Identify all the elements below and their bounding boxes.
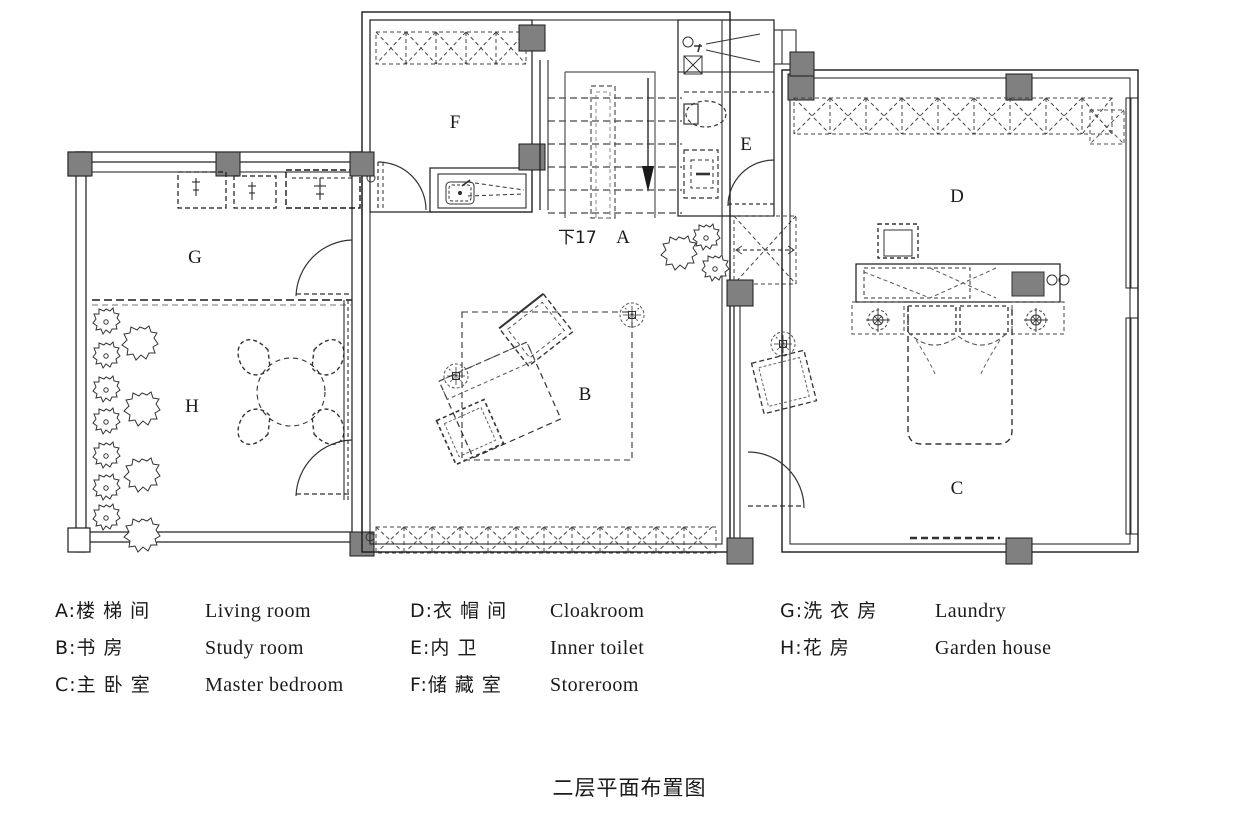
legend-en-a: Living room bbox=[205, 600, 312, 622]
toilet-fixtures bbox=[682, 33, 775, 207]
storeroom-walls bbox=[366, 19, 533, 213]
top-corner-details bbox=[773, 29, 815, 77]
room-label-E: E bbox=[740, 134, 752, 155]
room-label-B: B bbox=[579, 384, 592, 405]
room-code-labels: A B C D E F G H bbox=[185, 112, 964, 499]
corner-closet-hatch bbox=[1089, 109, 1125, 145]
study-furniture bbox=[435, 292, 645, 466]
master-bed-furniture bbox=[851, 223, 1070, 445]
side-table bbox=[750, 331, 818, 415]
legend-row: C:主 卧 室 Master bedroom F:储 藏 室 Storeroom bbox=[0, 670, 1259, 707]
room-label-H: H bbox=[185, 396, 199, 417]
legend-en-f: Storeroom bbox=[550, 674, 639, 696]
left-wing-hall-strip bbox=[343, 300, 349, 500]
legend-code-e: E:内 卫 bbox=[410, 637, 478, 659]
legend-code-d: D:衣 帽 间 bbox=[410, 600, 508, 622]
stair-direction-label: 下17 bbox=[558, 228, 597, 248]
bottom-wardrobe-hatch bbox=[365, 526, 717, 554]
laundry-appliances bbox=[177, 169, 361, 209]
garden-table-set bbox=[237, 339, 345, 445]
door-swing-laundry bbox=[295, 239, 353, 297]
legend-code-a: A:楼 梯 间 bbox=[55, 600, 151, 622]
legend-en-d: Cloakroom bbox=[550, 600, 645, 622]
legend-code-f: F:储 藏 室 bbox=[410, 674, 502, 696]
legend-code-h: H:花 房 bbox=[780, 637, 850, 659]
legend-en-c: Master bedroom bbox=[205, 674, 344, 696]
right-wing-walls bbox=[733, 69, 1139, 553]
floor-plan-drawing: 下17 bbox=[67, 11, 1139, 565]
door-swing-garden-house bbox=[295, 439, 353, 497]
inner-toilet-walls bbox=[677, 19, 775, 217]
legend-en-h: Garden house bbox=[935, 637, 1052, 659]
floor-plan-svg: 下17 bbox=[67, 11, 1139, 565]
legend-row: B:书 房 Study room E:内 卫 Inner toilet H:花 … bbox=[0, 633, 1259, 670]
legend-code-b: B:书 房 bbox=[55, 637, 124, 659]
staircase bbox=[539, 60, 682, 219]
room-label-D: D bbox=[950, 186, 964, 207]
legend-code-g: G:洗 衣 房 bbox=[780, 600, 878, 622]
legend-en-b: Study room bbox=[205, 637, 304, 659]
legend-row: A:楼 梯 间 Living room D:衣 帽 间 Cloakroom G:… bbox=[0, 596, 1259, 633]
room-label-F: F bbox=[450, 112, 461, 133]
legend-en-e: Inner toilet bbox=[550, 637, 645, 659]
closet-hatch-mid bbox=[733, 215, 797, 285]
drawing-title: 二层平面布置图 bbox=[552, 776, 707, 800]
legend: A:楼 梯 间 Living room D:衣 帽 间 Cloakroom G:… bbox=[0, 596, 1259, 707]
room-label-A: A bbox=[616, 227, 630, 248]
cloakroom-wardrobe-hatch bbox=[793, 97, 1113, 135]
legend-code-c: C:主 卧 室 bbox=[55, 674, 151, 696]
room-label-G: G bbox=[188, 247, 202, 268]
door-swing-master-bedroom bbox=[747, 451, 805, 509]
room-label-C: C bbox=[951, 478, 964, 499]
legend-en-g: Laundry bbox=[935, 600, 1007, 622]
partition-shelf-line bbox=[92, 299, 352, 306]
